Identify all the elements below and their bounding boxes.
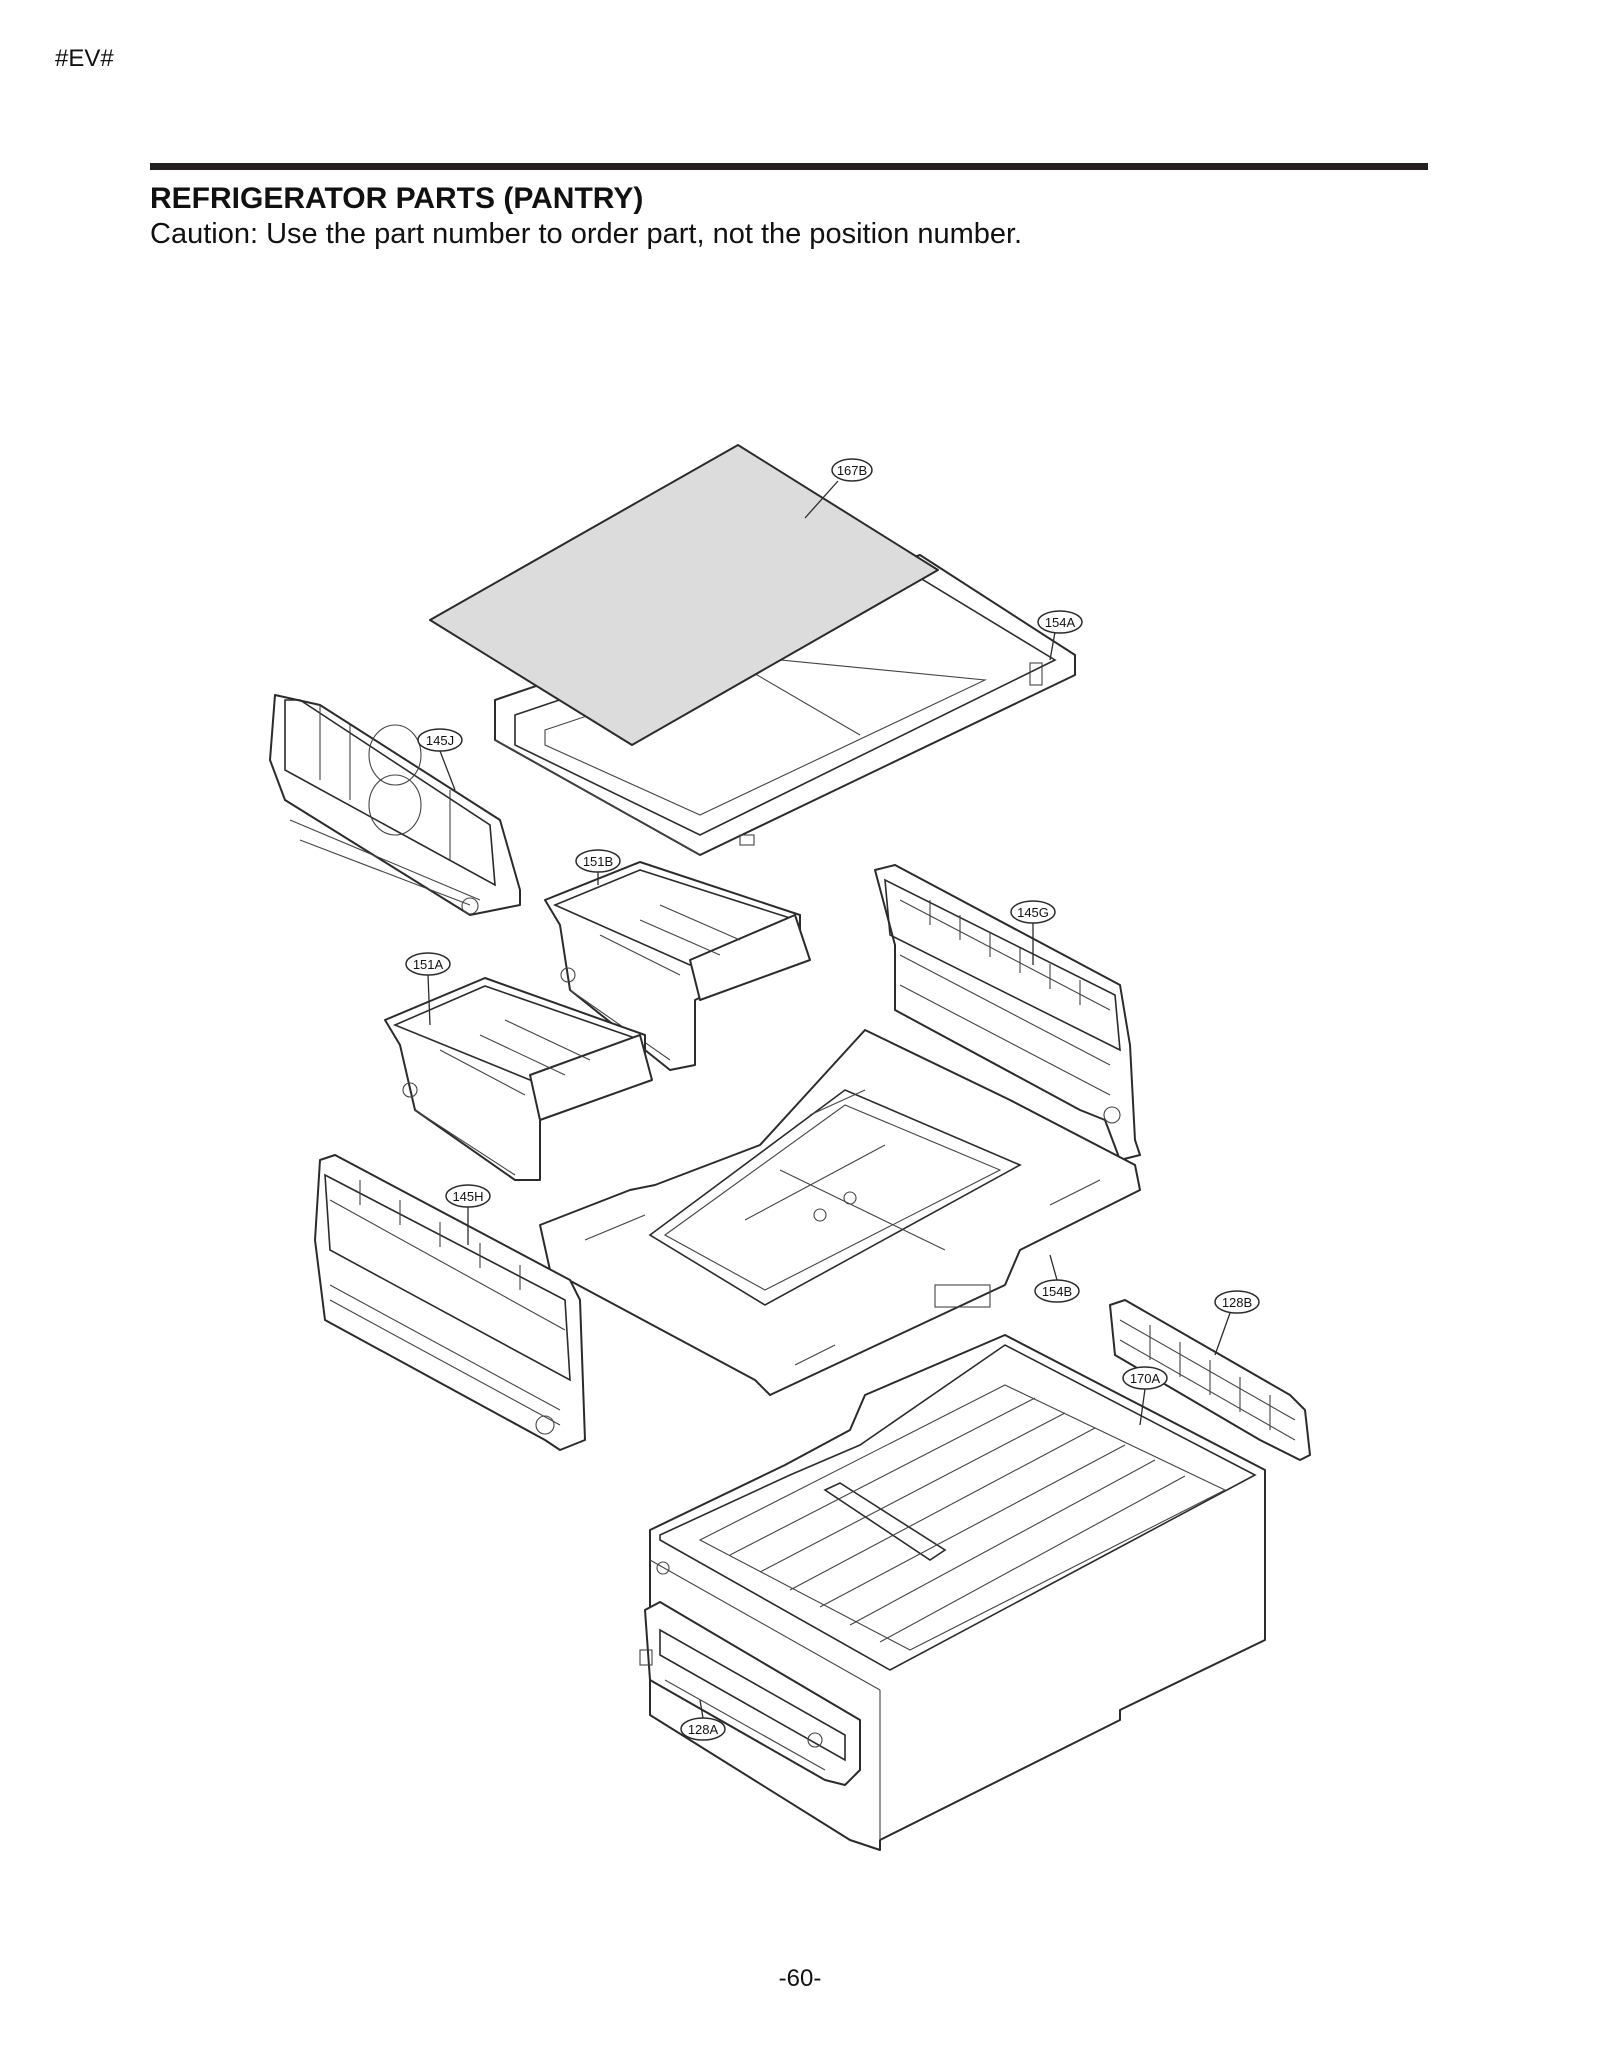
callout-145H-label: 145H	[452, 1189, 483, 1204]
callout-145J: 145J	[417, 728, 463, 752]
callout-154A-label: 154A	[1045, 615, 1076, 630]
callout-128B: 128B	[1214, 1290, 1260, 1314]
callout-151A: 151A	[405, 952, 451, 976]
part-divider-145G	[874, 864, 1141, 1161]
page-title: REFRIGERATOR PARTS (PANTRY)	[150, 182, 644, 215]
leader-lines	[427, 480, 1231, 1719]
callout-167B-label: 167B	[837, 463, 867, 478]
callout-154A: 154A	[1037, 610, 1083, 634]
callout-154B: 154B	[1034, 1279, 1080, 1303]
caution-note: Caution: Use the part number to order pa…	[150, 218, 1023, 250]
header-rule	[150, 163, 1428, 170]
part-basket-151B	[544, 861, 811, 1071]
callout-128A: 128A	[680, 1717, 726, 1741]
page-number: -60-	[778, 1965, 822, 1992]
part-drawer-170A	[649, 1334, 1266, 1851]
part-rail-128A	[639, 1601, 861, 1786]
callout-167B: 167B	[831, 458, 873, 482]
part-divider-145H	[314, 1154, 586, 1451]
callout-151A-label: 151A	[413, 957, 444, 972]
callout-145H: 145H	[445, 1184, 491, 1208]
callout-151B-label: 151B	[583, 854, 613, 869]
callout-145G-label: 145G	[1017, 905, 1049, 920]
callout-128A-label: 128A	[688, 1722, 719, 1737]
callout-128B-label: 128B	[1222, 1295, 1252, 1310]
callout-145G: 145G	[1010, 900, 1056, 924]
document-code: #EV#	[55, 45, 114, 72]
part-shelf-plate-154B	[539, 1029, 1141, 1396]
callout-154B-label: 154B	[1042, 1284, 1072, 1299]
callout-145J-label: 145J	[426, 733, 454, 748]
part-divider-145J	[269, 694, 521, 916]
part-basket-151A	[384, 977, 653, 1181]
callout-170A: 170A	[1122, 1366, 1168, 1390]
callout-151B: 151B	[575, 849, 621, 873]
part-glass-shelf-167B	[429, 444, 939, 746]
callout-170A-label: 170A	[1130, 1371, 1161, 1386]
